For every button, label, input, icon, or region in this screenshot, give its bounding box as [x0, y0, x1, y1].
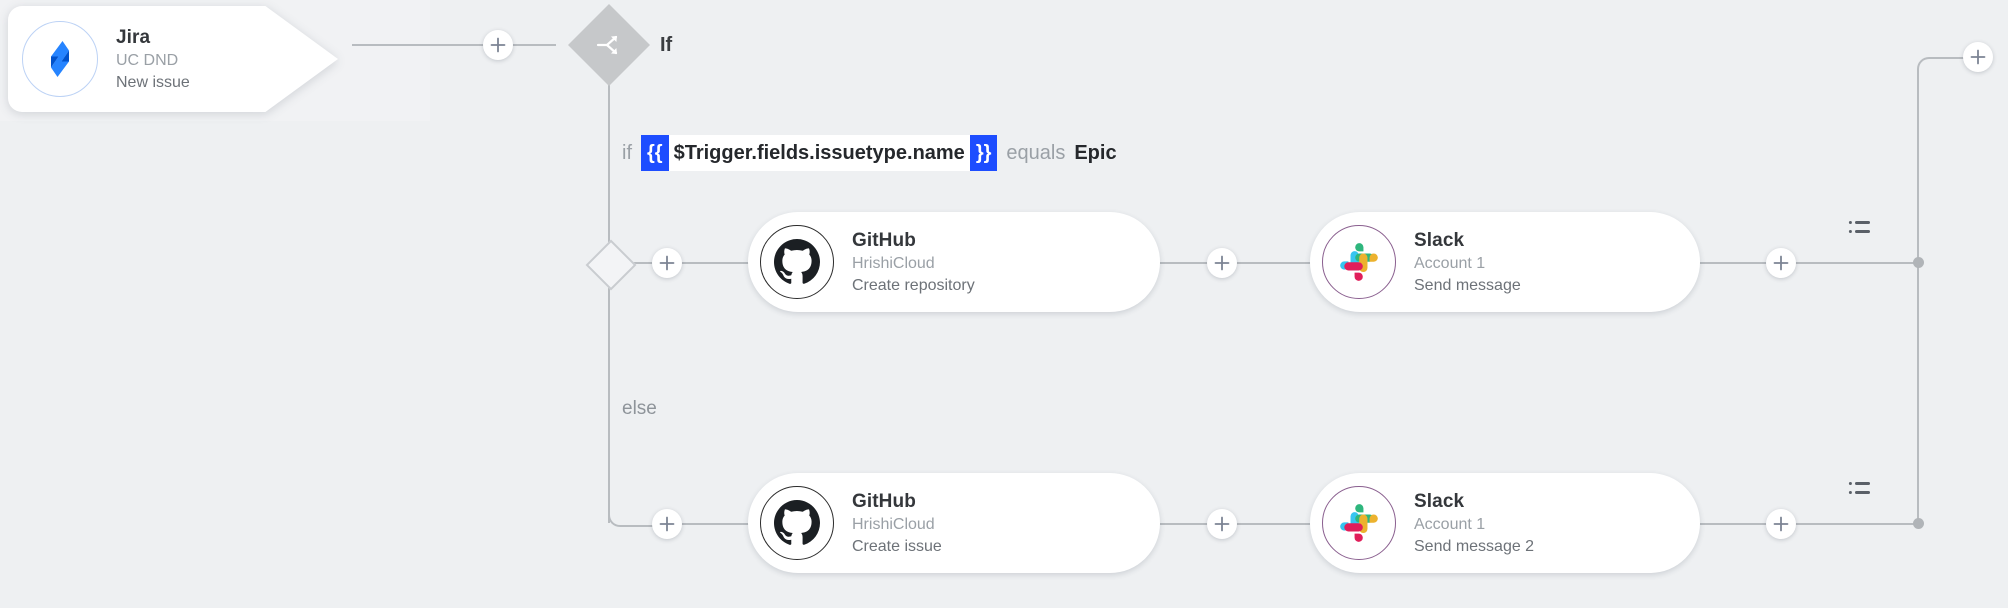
condition-operator: equals [1006, 141, 1066, 164]
plus-icon [490, 37, 506, 53]
node-action: Create repository [852, 276, 975, 294]
if-label: If [660, 34, 673, 56]
node-title: GitHub [852, 230, 916, 252]
wire-else-corner [608, 460, 668, 527]
node-title: Slack [1414, 491, 1465, 513]
jira-icon [22, 21, 98, 97]
expression-brace-open: {{ [641, 135, 669, 171]
condition-keyword-if: if [622, 141, 632, 164]
trigger-title: Jira [116, 27, 151, 49]
github-icon [760, 225, 834, 299]
add-step-if-end[interactable] [1766, 248, 1796, 278]
node-title: Slack [1414, 230, 1465, 252]
add-step-before-if[interactable] [483, 30, 513, 60]
plus-icon [1773, 516, 1789, 532]
wire-else-branch-row [664, 523, 754, 525]
add-step-after-merge[interactable] [1963, 42, 1993, 72]
wire-if-slack-to-rail [1700, 262, 1918, 264]
node-title: GitHub [852, 491, 916, 513]
else-label: else [622, 398, 657, 419]
add-step-else-branch-start[interactable] [652, 509, 682, 539]
node-action: Create issue [852, 537, 942, 555]
condition-expression-row[interactable]: if {{ $Trigger.fields.issuetype.name }} … [622, 135, 1117, 171]
add-step-else-between[interactable] [1207, 509, 1237, 539]
expression-chip[interactable]: {{ $Trigger.fields.issuetype.name }} [641, 135, 998, 171]
merge-junction-dot-else [1913, 518, 1924, 529]
node-account: HrishiCloud [852, 255, 935, 273]
plus-icon [1214, 516, 1230, 532]
plus-icon [1970, 49, 1986, 65]
slack-icon [1322, 486, 1396, 560]
add-step-if-branch-start[interactable] [652, 248, 682, 278]
trigger-account: UC DND [116, 52, 179, 70]
add-step-else-end[interactable] [1766, 509, 1796, 539]
node-action: Send message [1414, 276, 1521, 294]
plus-icon [659, 255, 675, 271]
if-branch-point[interactable] [585, 239, 637, 291]
wire-merge-rail [1917, 57, 1981, 527]
wire-if-branch-row [624, 262, 752, 264]
branch-options-icon-if[interactable] [1848, 218, 1872, 243]
slack-node-send-message-2[interactable]: Slack Account 1 Send message 2 [1310, 473, 1700, 573]
condition-value: Epic [1074, 141, 1117, 164]
slack-icon [1322, 225, 1396, 299]
expression-body: $Trigger.fields.issuetype.name [673, 141, 965, 164]
expression-brace-close: }} [969, 135, 998, 171]
node-action: Send message 2 [1414, 537, 1535, 555]
plus-icon [1773, 255, 1789, 271]
wire-trigger-to-if [352, 44, 556, 46]
github-node-create-issue[interactable]: GitHub HrishiCloud Create issue [748, 473, 1160, 573]
node-account: HrishiCloud [852, 516, 935, 534]
plus-icon [659, 516, 675, 532]
branch-options-icon-else[interactable] [1848, 479, 1872, 504]
trigger-action: New issue [116, 73, 190, 91]
wire-else-slack-to-rail [1700, 523, 1918, 525]
branch-split-icon [596, 35, 618, 55]
slack-node-send-message[interactable]: Slack Account 1 Send message [1310, 212, 1700, 312]
if-node[interactable] [567, 3, 651, 87]
github-node-create-repository[interactable]: GitHub HrishiCloud Create repository [748, 212, 1160, 312]
merge-junction-dot-if [1913, 257, 1924, 268]
github-icon [760, 486, 834, 560]
wire-if-vertical-trunk [608, 70, 610, 523]
plus-icon [1214, 255, 1230, 271]
node-account: Account 1 [1414, 255, 1486, 273]
jira-trigger-node[interactable]: Jira UC DND New issue [8, 6, 338, 112]
add-step-if-between[interactable] [1207, 248, 1237, 278]
node-account: Account 1 [1414, 516, 1486, 534]
